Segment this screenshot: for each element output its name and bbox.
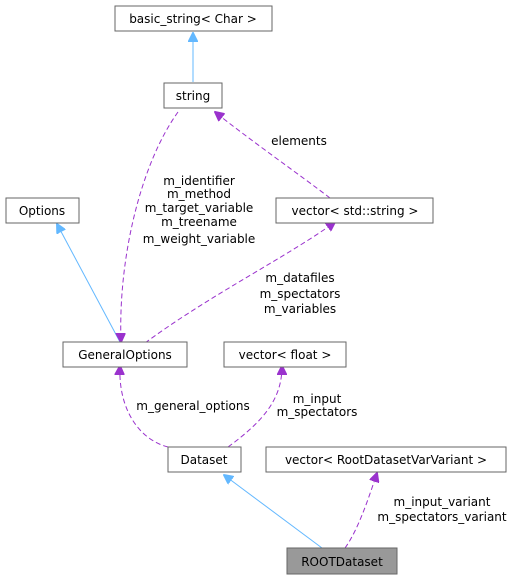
- label-m-variables: m_variables: [264, 302, 336, 316]
- label-m-target-variable: m_target_variable: [145, 201, 254, 215]
- edge-general-options-options: [57, 224, 121, 343]
- node-vector-float-label: vector< float >: [239, 348, 332, 362]
- node-root-dataset[interactable]: ROOTDataset: [286, 547, 398, 575]
- label-m-input: m_input: [293, 392, 342, 406]
- edge-vector-string-elements: [215, 112, 331, 199]
- edge-rootdataset-dataset: [224, 475, 323, 549]
- node-general-options-label: GeneralOptions: [78, 348, 172, 362]
- label-m-spectators-2: m_spectators: [277, 405, 358, 419]
- node-root-dataset-label: ROOTDataset: [301, 555, 383, 569]
- node-options[interactable]: Options: [5, 197, 80, 224]
- edge-vector-string-general-options: [144, 222, 335, 344]
- label-elements: elements: [271, 134, 327, 148]
- node-vector-rootvar-label: vector< RootDatasetVarVariant >: [285, 453, 487, 467]
- node-basic-string-label: basic_string< Char >: [129, 12, 257, 26]
- label-m-datafiles: m_datafiles: [265, 271, 334, 285]
- label-m-treename: m_treename: [161, 215, 237, 229]
- edge-general-options-dataset: [120, 366, 169, 448]
- label-m-general-options: m_general_options: [136, 399, 250, 413]
- node-basic-string[interactable]: basic_string< Char >: [114, 5, 273, 32]
- node-string-label: string: [176, 89, 210, 103]
- node-string[interactable]: string: [163, 82, 223, 109]
- node-vector-float[interactable]: vector< float >: [223, 341, 347, 368]
- label-m-weight-variable: m_weight_variable: [143, 232, 256, 246]
- node-vector-rootvar[interactable]: vector< RootDatasetVarVariant >: [265, 446, 507, 473]
- node-options-label: Options: [19, 204, 65, 218]
- label-m-method: m_method: [167, 187, 231, 201]
- edge-string-general-options: [121, 111, 179, 342]
- node-dataset[interactable]: Dataset: [167, 446, 242, 473]
- node-general-options[interactable]: GeneralOptions: [62, 341, 188, 368]
- node-dataset-label: Dataset: [181, 453, 228, 467]
- label-m-input-variant: m_input_variant: [394, 495, 491, 509]
- label-m-identifier: m_identifier: [163, 174, 235, 188]
- label-m-spectators-1: m_spectators: [260, 287, 341, 301]
- edge-vector-rootvar-rootdataset: [344, 473, 377, 549]
- node-vector-string[interactable]: vector< std::string >: [275, 197, 434, 224]
- label-m-spectators-variant: m_spectators_variant: [377, 510, 507, 524]
- edge-vector-float-dataset: [227, 366, 282, 448]
- node-vector-string-label: vector< std::string >: [292, 204, 419, 218]
